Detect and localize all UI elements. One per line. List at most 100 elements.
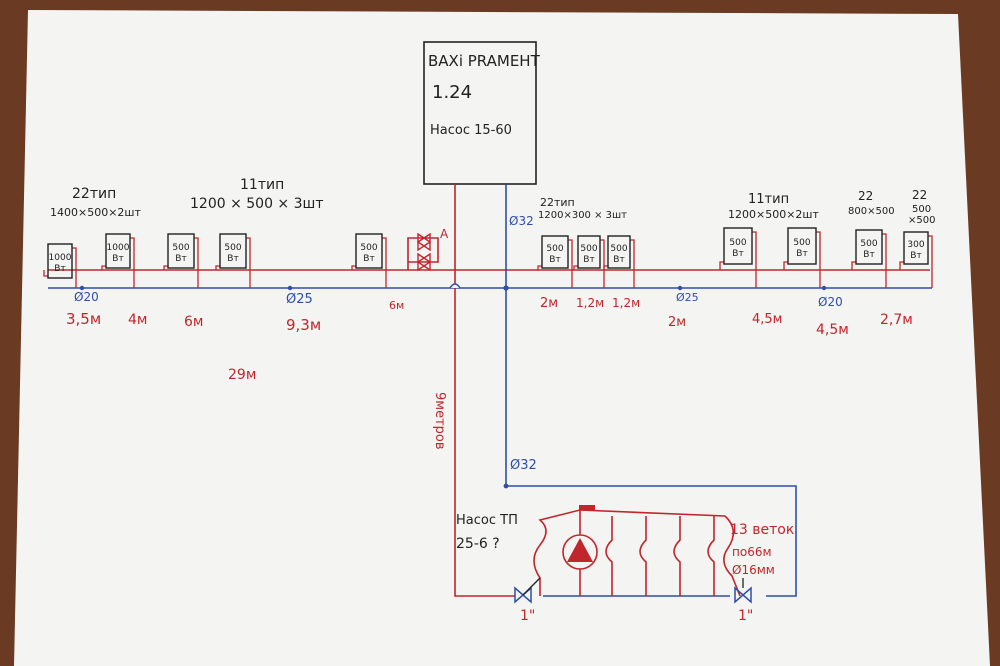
group-1-size: 1400×500×2шт bbox=[50, 206, 141, 219]
boiler-model: BAXi PRAMEHT bbox=[428, 52, 541, 70]
radiator-connection bbox=[851, 233, 887, 288]
valve-stem bbox=[522, 577, 541, 596]
junction-dot bbox=[79, 285, 85, 291]
ball-valve-left-icon bbox=[514, 586, 532, 604]
group-3-size: 1200×300 × 3шт bbox=[538, 210, 627, 221]
length-12: 2,7м bbox=[880, 312, 913, 328]
return-riser bbox=[505, 184, 797, 597]
valve-icon bbox=[416, 252, 432, 272]
radiator-body bbox=[541, 235, 569, 269]
group-4-size: 1200×500×2шт bbox=[728, 208, 819, 221]
radiator-connection bbox=[101, 237, 135, 288]
radiator-body bbox=[903, 231, 929, 265]
group-4-type: 11тип bbox=[748, 192, 789, 207]
length-3: 6м bbox=[184, 314, 203, 330]
diameter-labels: Ø20 Ø25 Ø32 Ø25 Ø20 Ø32 bbox=[74, 214, 843, 473]
radiator-body bbox=[219, 233, 247, 269]
pipe-crossover bbox=[449, 283, 461, 289]
length-5: 6м bbox=[389, 299, 404, 312]
group-6-type: 22 bbox=[912, 188, 927, 202]
radiator-unit: Вт bbox=[175, 254, 186, 264]
diameter-right-20: Ø20 bbox=[818, 295, 843, 309]
floor-loop-4 bbox=[707, 516, 715, 596]
group-labels: 22тип 1400×500×2шт 11тип 1200 × 500 × 3ш… bbox=[50, 177, 935, 226]
radiator-unit: Вт bbox=[227, 254, 238, 264]
diameter-left-20: Ø20 bbox=[74, 290, 99, 304]
radiator-power: 500 bbox=[729, 238, 746, 248]
length-10: 4,5м bbox=[752, 312, 782, 327]
floor-loops-2: по66м bbox=[732, 545, 772, 559]
radiator-body bbox=[855, 229, 883, 265]
radiator-connection bbox=[163, 237, 199, 288]
radiator-unit: Вт bbox=[549, 255, 560, 265]
radiator-body bbox=[607, 235, 631, 269]
length-7: 1,2м bbox=[576, 296, 604, 310]
length-9: 2м bbox=[668, 315, 686, 330]
length-2: 4м bbox=[128, 312, 147, 328]
length-11: 4,5м bbox=[816, 322, 849, 338]
diameter-floor-32: Ø32 bbox=[510, 458, 537, 473]
length-6: 2м bbox=[540, 296, 558, 311]
radiator-connection bbox=[537, 239, 573, 288]
valve-icon bbox=[416, 232, 432, 252]
radiator-body bbox=[47, 243, 73, 279]
radiator-unit: Вт bbox=[54, 264, 65, 274]
group-6-size-2: ×500 bbox=[908, 215, 935, 226]
radiator-unit: Вт bbox=[583, 255, 594, 265]
valve-left-size: 1" bbox=[520, 608, 535, 624]
group-5-size: 800×500 bbox=[848, 206, 895, 217]
boiler: BAXi PRAMEHT 1.24 Насос 15-60 bbox=[423, 41, 541, 185]
radiator-power: 1000 bbox=[49, 253, 72, 263]
floor-loop-3 bbox=[673, 516, 681, 596]
junction-dot bbox=[503, 285, 509, 291]
group-2-size: 1200 × 500 × 3шт bbox=[190, 196, 324, 212]
floor-pump-label-2: 25-6 ? bbox=[456, 536, 500, 552]
radiator-body bbox=[355, 233, 383, 269]
group-6-size: 500 bbox=[912, 204, 931, 215]
paper-sheet bbox=[14, 10, 990, 666]
radiator-unit: Вт bbox=[732, 249, 743, 259]
floor-pump-label-1: Насос ТП bbox=[456, 513, 518, 528]
radiators: 1000Вт1000Вт500Вт500Вт500Вт500Вт500Вт500… bbox=[43, 227, 933, 288]
floor-collector-right bbox=[723, 515, 741, 597]
boiler-pump: Насос 15-60 bbox=[430, 123, 512, 138]
supply-riser bbox=[454, 184, 515, 597]
junction-dot bbox=[503, 483, 509, 489]
radiator-body bbox=[105, 233, 131, 269]
valve-a: A bbox=[416, 227, 449, 272]
circulation-pump-triangle bbox=[567, 538, 593, 562]
valve-label: A bbox=[440, 227, 449, 241]
radiator-body bbox=[167, 233, 195, 269]
pump-cap bbox=[579, 505, 595, 510]
floor-loop-2 bbox=[639, 516, 647, 596]
radiator-power: 500 bbox=[172, 243, 189, 253]
radiator-connection bbox=[573, 239, 605, 288]
radiator-connection bbox=[899, 235, 933, 288]
radiator-unit: Вт bbox=[613, 255, 624, 265]
boiler-box bbox=[423, 41, 537, 185]
radiator-connection bbox=[603, 239, 635, 288]
group-5-type: 22 bbox=[858, 189, 873, 203]
radiator-connection bbox=[351, 237, 387, 288]
radiator-power: 500 bbox=[360, 243, 377, 253]
radiator-connection bbox=[783, 231, 821, 288]
diameter-right-25: Ø25 bbox=[676, 291, 699, 304]
length-4: 9,3м bbox=[286, 316, 321, 334]
length-8: 1,2м bbox=[612, 296, 640, 310]
junction-dot bbox=[287, 285, 293, 291]
radiator-body bbox=[577, 235, 601, 269]
bypass bbox=[407, 237, 439, 270]
radiator-unit: Вт bbox=[796, 249, 807, 259]
radiator-connection bbox=[215, 237, 251, 288]
ball-valve-right-icon bbox=[734, 586, 752, 604]
floor-loop-1 bbox=[605, 516, 613, 596]
